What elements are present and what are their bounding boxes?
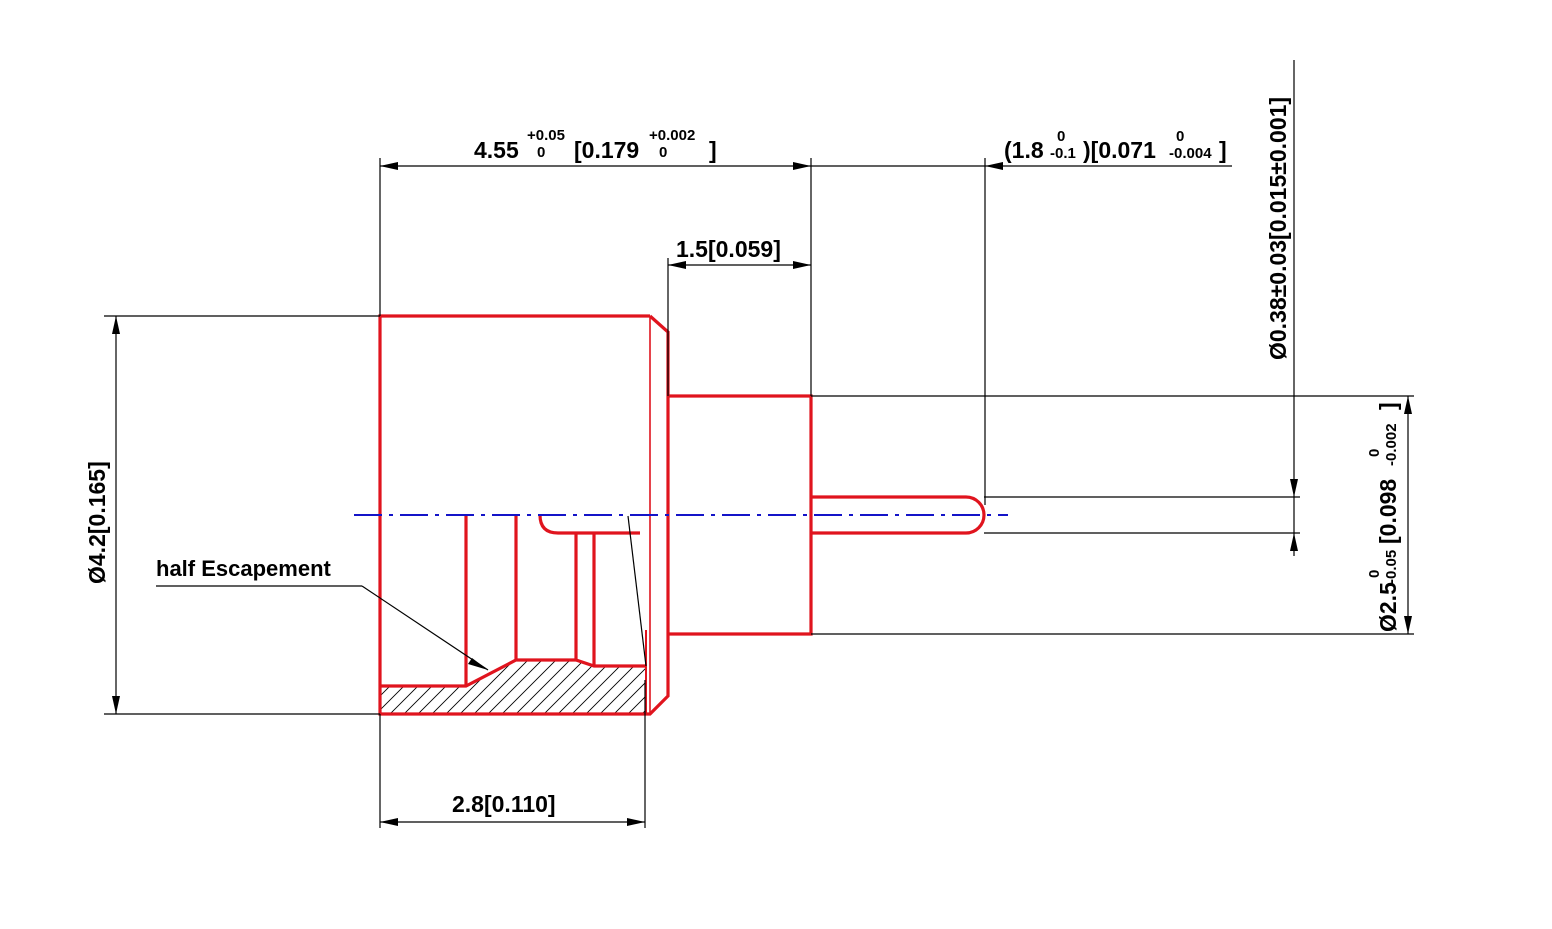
svg-text:-0.1: -0.1 <box>1050 145 1076 162</box>
bore-profile <box>380 658 646 688</box>
svg-text:+0.002: +0.002 <box>649 127 695 144</box>
hatch-line <box>635 660 646 714</box>
hatch-line <box>692 640 772 720</box>
hatch-line <box>565 660 646 714</box>
svg-text:]: ] <box>709 137 717 163</box>
svg-text:0: 0 <box>1366 449 1383 457</box>
hatch-line <box>481 660 563 714</box>
svg-text:4.55: 4.55 <box>474 137 519 163</box>
svg-text:(1.8: (1.8 <box>1004 137 1044 163</box>
hatch-line <box>579 660 646 714</box>
bore-depth-dimension: 2.8[0.110] <box>452 791 556 817</box>
svg-text:0: 0 <box>659 144 667 161</box>
hatch-line <box>706 640 786 720</box>
hatch-line <box>720 640 800 720</box>
hatch-line <box>467 660 549 714</box>
neck-diameter-dimension: Ø2.5 0 -0.05 [0.098 0 -0.002 ] <box>1366 402 1401 632</box>
shoulder-length-dimension: 1.5[0.059] <box>676 236 781 262</box>
pin-diameter-dimension: Ø0.38±0.03[0.015±0.001] <box>1265 97 1291 360</box>
hatch-line <box>537 660 619 714</box>
svg-text:-0.004: -0.004 <box>1169 145 1212 162</box>
pin-length-dimension: (1.8 0 -0.1 )[0.071 0 -0.004 ] <box>1004 128 1227 163</box>
hatch-line <box>551 660 633 714</box>
hatch-line <box>453 660 535 714</box>
neck-outline <box>668 394 813 636</box>
hatch-line <box>380 660 381 714</box>
svg-text:[0.098: [0.098 <box>1375 479 1401 544</box>
hatch-line <box>495 660 577 714</box>
hatch-line <box>523 660 605 714</box>
svg-text:Ø2.5: Ø2.5 <box>1375 582 1401 632</box>
hatch-line <box>509 660 591 714</box>
dimension-lines <box>112 60 1412 826</box>
overall-length-dimension: 4.55 +0.05 0 [0.179 +0.002 0 ] <box>474 127 717 163</box>
svg-text:-0.05: -0.05 <box>1383 550 1400 584</box>
svg-text:0: 0 <box>1366 570 1383 578</box>
pin-outline <box>811 495 986 535</box>
svg-text:)[0.071: )[0.071 <box>1083 137 1156 163</box>
svg-text:0: 0 <box>537 144 545 161</box>
hatch-line <box>678 640 758 720</box>
hatch-line <box>607 660 646 714</box>
hatch-line <box>593 660 646 714</box>
svg-text:+0.05: +0.05 <box>527 127 565 144</box>
hatch-line <box>650 640 730 720</box>
taper-line <box>627 515 647 667</box>
hatch-line <box>664 640 744 720</box>
bore-fillet <box>538 514 640 535</box>
svg-text:0: 0 <box>1057 128 1065 145</box>
svg-text:-0.002: -0.002 <box>1383 423 1400 466</box>
svg-text:]: ] <box>1219 137 1227 163</box>
body-diameter-dimension: Ø4.2[0.165] <box>84 461 110 584</box>
escapement-leader <box>156 585 489 671</box>
svg-text:[0.179: [0.179 <box>574 137 639 163</box>
escapement-label: half Escapement <box>156 556 332 581</box>
svg-text:0: 0 <box>1176 128 1184 145</box>
hatch-line <box>621 660 646 714</box>
svg-text:]: ] <box>1375 402 1401 410</box>
hatched-section <box>380 640 800 720</box>
extension-lines <box>104 158 1414 828</box>
